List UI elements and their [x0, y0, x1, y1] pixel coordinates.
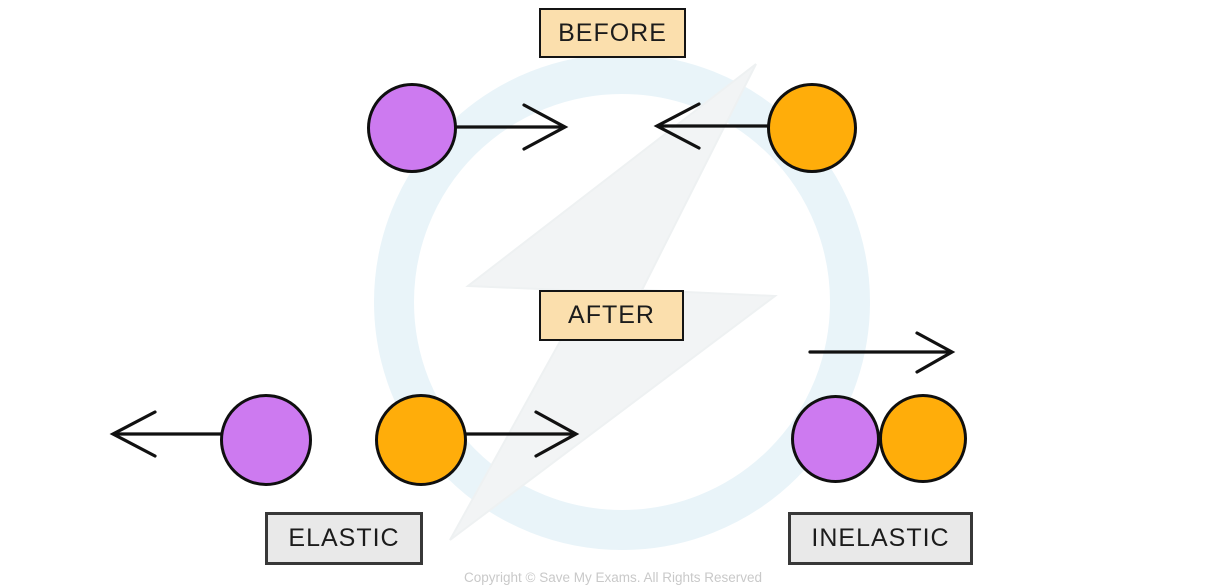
elastic-purple-ball: [220, 394, 312, 486]
inelastic-right-arrow: [808, 331, 956, 374]
after-label: AFTER: [539, 290, 684, 341]
after-label-text: AFTER: [568, 301, 655, 329]
before-orange-ball: [767, 83, 857, 173]
copyright-text: Copyright © Save My Exams. All Rights Re…: [463, 570, 763, 585]
elastic-orange-ball: [375, 394, 467, 486]
elastic-purple-left-arrow: [109, 410, 223, 458]
before-label-text: BEFORE: [558, 18, 667, 47]
before-orange-left-arrow: [653, 102, 769, 150]
elastic-label-text: ELASTIC: [288, 524, 400, 552]
before-label: BEFORE: [539, 8, 686, 58]
inelastic-orange-ball: [879, 394, 967, 483]
elastic-label: ELASTIC: [265, 512, 423, 565]
inelastic-purple-ball: [791, 395, 880, 483]
before-purple-right-arrow: [454, 103, 569, 151]
before-purple-ball: [367, 83, 457, 173]
inelastic-label-text: INELASTIC: [811, 524, 950, 552]
inelastic-label: INELASTIC: [788, 512, 973, 565]
elastic-orange-right-arrow: [464, 410, 580, 458]
